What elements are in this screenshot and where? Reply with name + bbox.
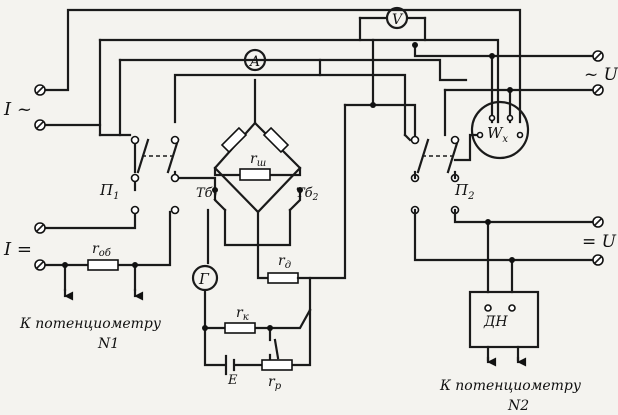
- right-side: [413, 208, 600, 367]
- top-wires: [38, 8, 600, 137]
- wattmeter: [470, 100, 530, 160]
- resistor-rob: [87, 259, 119, 271]
- battery-label: E: [227, 373, 238, 388]
- dc-voltage-label: = U: [582, 232, 617, 252]
- potentiometer2-line1: К потенциометру: [439, 378, 582, 394]
- rd-label: rд: [278, 253, 291, 271]
- terminal-screws: [34, 50, 604, 271]
- potentiometer1-line1: К потенциометру: [19, 316, 162, 332]
- wattmeter-label: Wx: [487, 124, 508, 145]
- tb1-label: Тб1: [196, 186, 218, 203]
- ac-current-label: I ~: [3, 99, 32, 120]
- potentiometer1-line2: N1: [97, 336, 119, 352]
- potentiometer2-line2: N2: [507, 398, 529, 414]
- ac-voltage-label: ~ U: [584, 65, 618, 85]
- ammeter-label: A: [248, 54, 260, 70]
- tb2-label: Тб2: [296, 186, 319, 203]
- voltmeter-icon: [385, 6, 409, 30]
- shunt-bridge: [206, 78, 347, 312]
- rp-label: rр: [268, 374, 282, 392]
- galvanometer-icon: [191, 264, 219, 292]
- galvanometer-label: Г: [198, 270, 210, 288]
- dc-current-label: I =: [3, 239, 32, 260]
- rk-label: rк: [236, 305, 249, 323]
- galvanometer-circuit: [203, 290, 312, 376]
- switch-p2-label: П2: [454, 181, 474, 202]
- voltmeter-label: V: [392, 12, 404, 28]
- ammeter-icon: [243, 48, 267, 72]
- rob-label: rоб: [92, 241, 112, 259]
- shunt-label: rш: [250, 151, 266, 169]
- switch-p1-label: П1: [99, 181, 119, 202]
- junctions: [62, 42, 515, 331]
- switch-p1[interactable]: [98, 133, 217, 215]
- divider-label: ДН: [483, 314, 508, 330]
